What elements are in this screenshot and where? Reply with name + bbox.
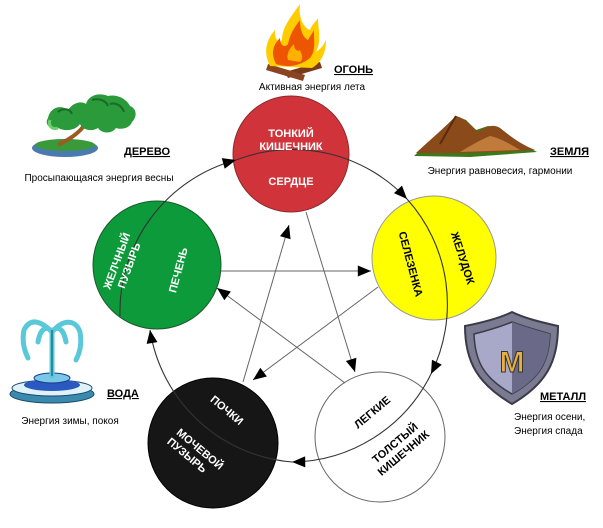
earth-element-name: ЗЕМЛЯ <box>550 146 589 158</box>
controlling-cycle <box>216 211 379 384</box>
arrow-earth-to-water <box>252 286 379 381</box>
metal-description-line-1: Энергия осени, <box>514 412 585 423</box>
wood-element-name: ДЕРЕВО <box>124 146 171 158</box>
arrow-earth-to-metal <box>406 198 448 375</box>
metal-circle <box>314 371 446 503</box>
fire-organ-inner: СЕРДЦЕ <box>268 176 313 188</box>
fire-circle <box>232 95 350 213</box>
water-element-name: ВОДА <box>107 388 139 400</box>
shield-icon: M <box>463 310 560 406</box>
generating-cycle <box>119 148 448 468</box>
arrow-metal-to-wood <box>216 287 346 384</box>
fire-organ-outer-2: КИШЕЧНИК <box>259 141 323 153</box>
fire-description: Активная энергия лета <box>259 82 366 93</box>
metal-element-name: МЕТАЛЛ <box>540 391 586 403</box>
arrow-water-to-wood <box>146 329 293 463</box>
bonfire-icon <box>266 4 326 81</box>
shield-letter: M <box>500 346 525 379</box>
water-circle <box>147 377 279 509</box>
fire-organ-outer-1: ТОНКИЙ <box>268 127 314 140</box>
mountains-icon <box>414 115 537 157</box>
arrow-fire-to-earth <box>235 148 408 200</box>
arrow-water-to-fire <box>242 224 291 383</box>
arrow-wood-to-fire <box>119 158 237 317</box>
wood-description: Просыпающаяся энергия весны <box>24 173 173 184</box>
earth-description: Энергия равновесия, гармонии <box>428 166 573 177</box>
bonsai-tree-icon <box>32 94 136 157</box>
wood-circle <box>92 200 222 330</box>
earth-circle <box>371 195 497 321</box>
fire-element-name: ОГОНЬ <box>334 64 373 76</box>
fountain-icon <box>9 319 95 404</box>
water-description: Энергия зимы, покоя <box>21 416 119 427</box>
metal-description-line-2: Энергия спада <box>514 426 583 437</box>
arrow-metal-to-water <box>291 373 432 468</box>
arrow-fire-to-metal <box>305 211 357 373</box>
